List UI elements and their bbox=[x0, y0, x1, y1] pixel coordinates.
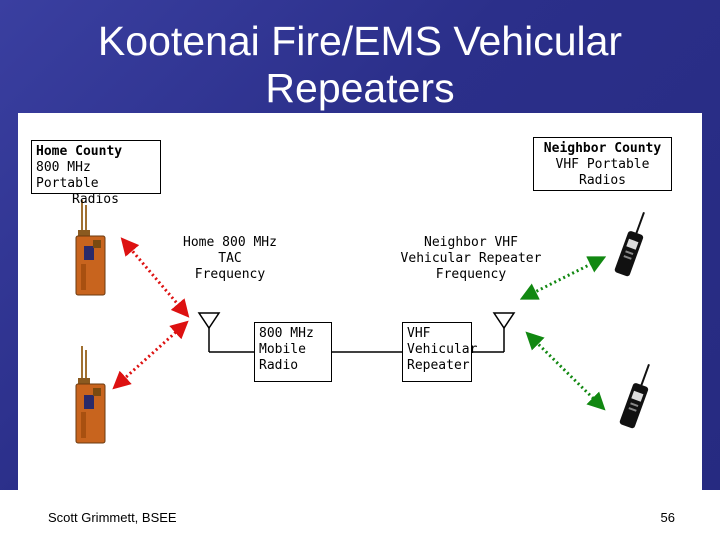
vhf-repeater-line-3: Repeater bbox=[407, 358, 470, 373]
neighbor-county-line-2: Radios bbox=[579, 173, 626, 188]
neighbor-frequency-label: Neighbor VHF Vehicular Repeater Frequenc… bbox=[396, 235, 546, 283]
home-county-line-2: Radios bbox=[72, 192, 119, 207]
neighbor-frequency-line-1: Neighbor VHF bbox=[424, 235, 518, 250]
mobile-radio-line-1: 800 MHz bbox=[259, 326, 314, 341]
home-frequency-line-1: Home 800 MHz bbox=[183, 235, 277, 250]
vhf-repeater-box: VHF Vehicular Repeater bbox=[402, 322, 478, 382]
home-portable-radio-icon bbox=[75, 346, 106, 444]
home-link-bottom bbox=[112, 320, 189, 390]
neighbor-portable-radio-icon bbox=[614, 211, 645, 277]
mobile-radio-line-2: Mobile bbox=[259, 342, 306, 357]
home-frequency-label: Home 800 MHz TAC Frequency bbox=[165, 235, 295, 283]
neighbor-county-heading: Neighbor County bbox=[543, 141, 662, 156]
home-county-line-1: 800 MHz Portable bbox=[36, 160, 99, 191]
neighbor-county-box: Neighbor County VHF Portable Radios bbox=[533, 137, 672, 191]
neighbor-link-bottom bbox=[525, 331, 606, 411]
neighbor-frequency-line-3: Frequency bbox=[435, 267, 507, 282]
home-frequency-line-3: Frequency bbox=[194, 267, 266, 282]
home-portable-radio-icon bbox=[75, 200, 106, 296]
vhf-repeater-line-1: VHF bbox=[407, 326, 431, 341]
neighbor-frequency-line-2: Vehicular Repeater bbox=[400, 251, 542, 266]
mobile-antenna-icon bbox=[197, 312, 254, 353]
mobile-radio-box: 800 MHz Mobile Radio bbox=[254, 322, 332, 382]
mobile-radio-line-3: Radio bbox=[259, 358, 299, 373]
repeater-antenna-icon bbox=[472, 312, 516, 353]
home-county-heading: Home County bbox=[36, 144, 123, 159]
home-county-box: Home County 800 MHz Portable Radios bbox=[31, 140, 161, 207]
page-number: 56 bbox=[660, 510, 675, 525]
neighbor-portable-radio-icon bbox=[619, 363, 650, 429]
home-frequency-line-2: TAC bbox=[218, 251, 242, 266]
neighbor-county-line-1: VHF Portable bbox=[555, 157, 650, 172]
vhf-repeater-line-2: Vehicular bbox=[407, 342, 478, 357]
title-line-1: Kootenai Fire/EMS Vehicular bbox=[97, 18, 623, 64]
title-line-2: Repeaters bbox=[265, 65, 455, 111]
home-link-top bbox=[120, 237, 190, 318]
footer-author: Scott Grimmett, BSEE bbox=[48, 510, 177, 525]
footer-bar: Scott Grimmett, BSEE 56 bbox=[0, 490, 720, 540]
slide-title: Kootenai Fire/EMS Vehicular Repeaters bbox=[0, 18, 720, 112]
